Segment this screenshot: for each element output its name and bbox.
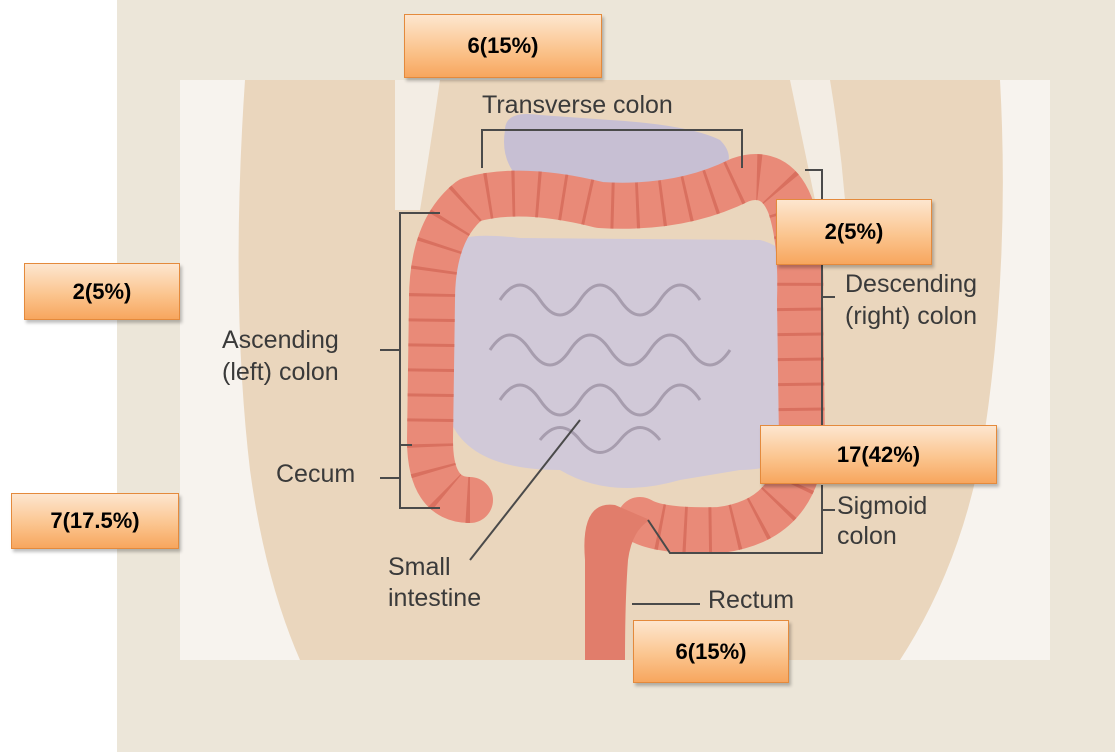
label-small-2: intestine [388, 584, 481, 612]
callout-rectum: 6(15%) [633, 620, 789, 683]
callout-descending: 2(5%) [776, 199, 932, 265]
label-ascending-2: (left) colon [222, 358, 339, 386]
label-sigmoid-1: Sigmoid [837, 492, 927, 520]
callout-transverse: 6(15%) [404, 14, 602, 78]
callout-cecum: 7(17.5%) [11, 493, 179, 549]
label-transverse-colon: Transverse colon [482, 91, 673, 119]
label-descending-2: (right) colon [845, 302, 977, 330]
label-rectum: Rectum [708, 586, 794, 614]
label-small-1: Small [388, 553, 451, 581]
callout-sigmoid: 17(42%) [760, 425, 997, 484]
small-intestine-shape [446, 236, 810, 488]
callout-ascending: 2(5%) [24, 263, 180, 320]
label-descending-1: Descending [845, 270, 977, 298]
label-sigmoid-2: colon [837, 522, 897, 550]
label-cecum: Cecum [276, 460, 355, 488]
label-ascending-1: Ascending [222, 326, 339, 354]
